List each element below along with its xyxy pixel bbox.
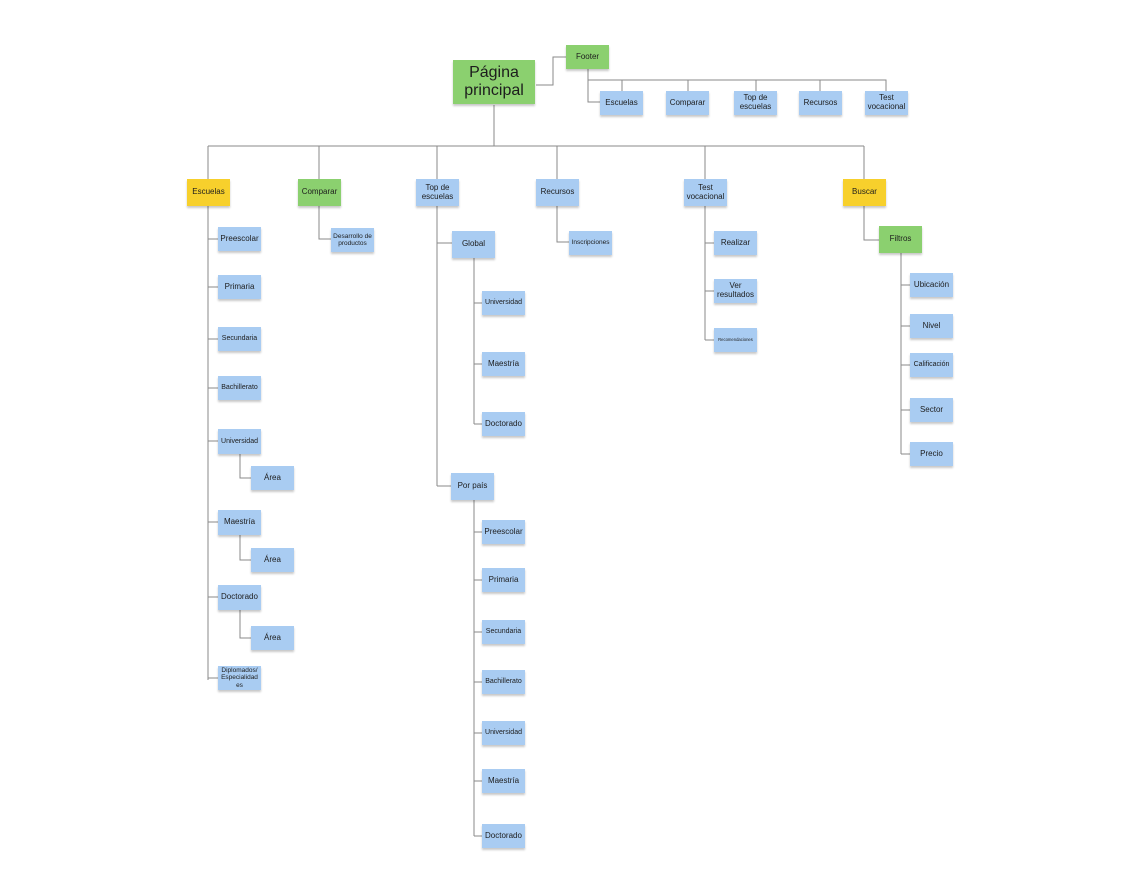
top-global-doctorado: Doctorado xyxy=(482,412,525,436)
footer-item-comparar: Comparar xyxy=(666,91,709,115)
node-comparar: Comparar xyxy=(298,179,341,206)
escuelas-item-preescolar: Preescolar xyxy=(218,227,261,251)
top-pais-universidad: Universidad xyxy=(482,721,525,745)
filtros-item-sector: Sector xyxy=(910,398,953,422)
node-top-escuelas: Top de escuelas xyxy=(416,179,459,206)
escuelas-doctorado-area: Área xyxy=(251,626,294,650)
escuelas-maestria-area: Área xyxy=(251,548,294,572)
escuelas-item-bachillerato: Bachillerato xyxy=(218,376,261,400)
escuelas-item-primaria: Primaria xyxy=(218,275,261,299)
footer-item-test-vocacional: Test vocacional xyxy=(865,91,908,115)
top-global-node: Global xyxy=(452,231,495,258)
footer-node: Footer xyxy=(566,45,609,69)
top-pais-secundaria: Secundaria xyxy=(482,620,525,644)
escuelas-item-maestria: Maestría xyxy=(218,510,261,535)
escuelas-universidad-area: Área xyxy=(251,466,294,490)
test-item-ver-resultados: Ver resultados xyxy=(714,279,757,303)
escuelas-item-doctorado: Doctorado xyxy=(218,585,261,610)
root-node: Página principal xyxy=(453,60,535,104)
footer-item-top-escuelas: Top de escuelas xyxy=(734,91,777,115)
comparar-item-desarrollo: Desarrollo de productos xyxy=(331,228,374,252)
node-buscar: Buscar xyxy=(843,179,886,206)
test-item-recomendaciones: Recomendaciones xyxy=(714,328,757,352)
test-item-realizar: Realizar xyxy=(714,231,757,255)
top-global-universidad: Universidad xyxy=(482,291,525,315)
escuelas-item-universidad: Universidad xyxy=(218,429,261,454)
top-por-pais-node: Por país xyxy=(451,473,494,500)
top-global-maestria: Maestría xyxy=(482,352,525,376)
filtros-item-ubicacion: Ubicación xyxy=(910,273,953,297)
footer-item-escuelas: Escuelas xyxy=(600,91,643,115)
filtros-item-nivel: Nivel xyxy=(910,314,953,338)
escuelas-item-secundaria: Secundaria xyxy=(218,327,261,351)
node-recursos: Recursos xyxy=(536,179,579,206)
footer-item-recursos: Recursos xyxy=(799,91,842,115)
buscar-filtros-node: Filtros xyxy=(879,226,922,253)
top-pais-maestria: Maestría xyxy=(482,769,525,793)
recursos-item-inscripciones: Inscripciones xyxy=(569,231,612,255)
node-test-vocacional: Test vocacional xyxy=(684,179,727,206)
node-escuelas: Escuelas xyxy=(187,179,230,206)
top-pais-doctorado: Doctorado xyxy=(482,824,525,848)
top-pais-primaria: Primaria xyxy=(482,568,525,592)
filtros-item-precio: Precio xyxy=(910,442,953,466)
filtros-item-calificacion: Calificación xyxy=(910,353,953,377)
top-pais-bachillerato: Bachillerato xyxy=(482,670,525,694)
top-pais-preescolar: Preescolar xyxy=(482,520,525,544)
escuelas-item-diplomados: Diplomados/Especialidades xyxy=(218,666,261,690)
